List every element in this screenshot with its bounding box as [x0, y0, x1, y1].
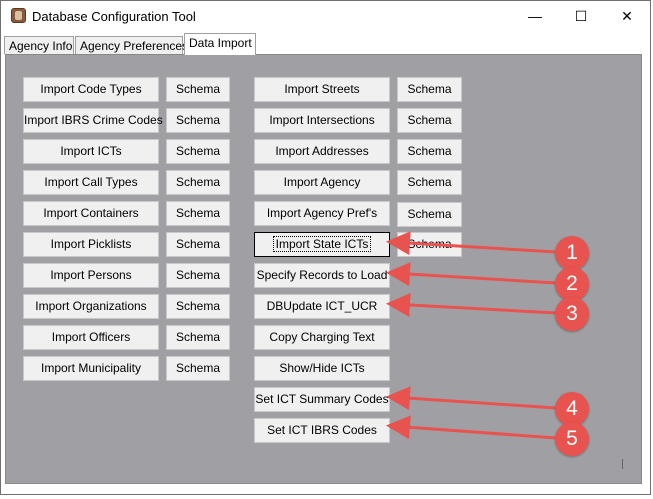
schema-button[interactable]: Schema	[166, 108, 230, 133]
schema-button[interactable]: Schema	[397, 170, 462, 195]
import-agency-prefs-button[interactable]: Import Agency Pref's	[254, 201, 390, 226]
callout-4: 4	[555, 392, 589, 426]
schema-button[interactable]: Schema	[166, 170, 230, 195]
import-containers-button[interactable]: Import Containers	[23, 201, 159, 226]
schema-button[interactable]: Schema	[397, 77, 462, 102]
window-title: Database Configuration Tool	[32, 9, 196, 24]
import-intersections-button[interactable]: Import Intersections	[254, 108, 390, 133]
show-hide-icts-button[interactable]: Show/Hide ICTs	[254, 356, 390, 381]
import-organizations-button[interactable]: Import Organizations	[23, 294, 159, 319]
schema-button[interactable]: Schema	[166, 77, 230, 102]
data-import-panel: Import Code Types Schema Import IBRS Cri…	[5, 54, 642, 484]
schema-button[interactable]: Schema	[166, 263, 230, 288]
callout-3: 3	[555, 297, 589, 331]
import-municipality-button[interactable]: Import Municipality	[23, 356, 159, 381]
schema-button[interactable]: Schema	[166, 294, 230, 319]
dbupdate-ict-ucr-button[interactable]: DBUpdate ICT_UCR	[254, 294, 390, 319]
title-bar: Database Configuration Tool — ☐ ✕	[1, 1, 650, 31]
import-persons-button[interactable]: Import Persons	[23, 263, 159, 288]
import-code-types-button[interactable]: Import Code Types	[23, 77, 159, 102]
close-button[interactable]: ✕	[604, 1, 650, 31]
schema-button[interactable]: Schema	[397, 139, 462, 164]
import-state-icts-button[interactable]: Import State ICTs	[254, 232, 390, 257]
callout-5: 5	[555, 422, 589, 456]
set-ict-summary-codes-button[interactable]: Set ICT Summary Codes	[254, 387, 390, 412]
import-picklists-button[interactable]: Import Picklists	[23, 232, 159, 257]
resize-grip[interactable]	[622, 459, 631, 469]
import-officers-button[interactable]: Import Officers	[23, 325, 159, 350]
specify-records-to-load-button[interactable]: Specify Records to Load	[254, 263, 390, 288]
schema-button[interactable]: Schema	[397, 108, 462, 133]
minimize-icon: —	[528, 8, 542, 24]
tab-agency-preferences[interactable]: Agency Preferences	[75, 36, 188, 54]
import-call-types-button[interactable]: Import Call Types	[23, 170, 159, 195]
import-ibrs-crime-codes-button[interactable]: Import IBRS Crime Codes	[23, 108, 163, 133]
tab-data-import[interactable]: Data Import	[184, 33, 256, 55]
import-streets-button[interactable]: Import Streets	[254, 77, 390, 102]
import-agency-button[interactable]: Import Agency	[254, 170, 390, 195]
set-ict-ibrs-codes-button[interactable]: Set ICT IBRS Codes	[254, 418, 390, 443]
maximize-icon: ☐	[574, 7, 588, 24]
close-icon: ✕	[621, 7, 633, 24]
callout-2: 2	[555, 267, 589, 301]
app-icon	[11, 8, 26, 23]
schema-button[interactable]: Schema	[397, 232, 462, 257]
callout-1: 1	[555, 236, 589, 270]
maximize-button[interactable]: ☐	[558, 1, 604, 31]
schema-button[interactable]: Schema	[166, 356, 230, 381]
import-addresses-button[interactable]: Import Addresses	[254, 139, 390, 164]
schema-button[interactable]: Schema	[166, 139, 230, 164]
schema-button[interactable]: Schema	[166, 232, 230, 257]
minimize-button[interactable]: —	[512, 1, 558, 31]
schema-button[interactable]: Schema	[166, 325, 230, 350]
schema-button[interactable]: Schema	[166, 201, 230, 226]
tab-agency-info[interactable]: Agency Info	[4, 36, 74, 54]
import-icts-button[interactable]: Import ICTs	[23, 139, 159, 164]
schema-button[interactable]: Schema	[397, 202, 462, 227]
copy-charging-text-button[interactable]: Copy Charging Text	[254, 325, 390, 350]
